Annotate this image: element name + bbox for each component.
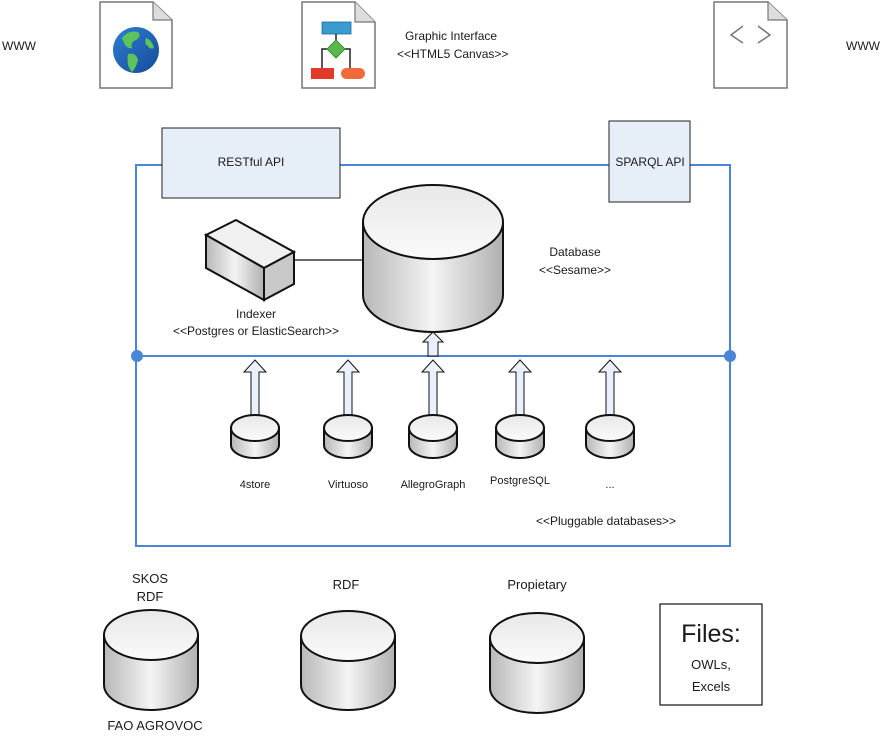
restful-api-label: RESTful API <box>218 155 285 169</box>
database-cylinder-icon <box>230 414 280 459</box>
globe-document-icon <box>99 1 173 89</box>
database-subtitle: <<Sesame>> <box>539 263 611 277</box>
proprietary-database-icon[interactable] <box>489 612 585 714</box>
graphic-interface-subtitle: <<HTML5 Canvas>> <box>397 47 508 61</box>
arrow-up-icon <box>507 359 533 416</box>
arrow-up-icon <box>420 359 446 416</box>
www-right-label: WWW <box>846 39 881 53</box>
indexer-box-icon <box>203 218 297 302</box>
pluggable-db-4store[interactable]: 4store <box>230 359 280 491</box>
arrow-up-icon <box>597 359 623 416</box>
bus-left-node <box>131 350 143 362</box>
sesame-database-icon[interactable] <box>362 184 504 333</box>
arrow-up-icon <box>242 359 268 416</box>
www-left-label: WWW <box>2 39 37 53</box>
pluggable-db-label: 4store <box>240 479 271 491</box>
pluggable-db-allegrograph[interactable]: AllegroGraph <box>401 359 466 491</box>
skos-label-line1: SKOS <box>132 571 168 586</box>
database-cylinder-icon <box>408 414 458 459</box>
pluggable-db-label: ... <box>605 479 614 491</box>
files-line1: OWLs, <box>691 657 731 672</box>
rdf-label: RDF <box>333 577 360 592</box>
indexer-subtitle: <<Postgres or ElasticSearch>> <box>173 324 339 338</box>
rdf-database-icon[interactable] <box>300 610 396 711</box>
database-cylinder-icon <box>495 414 545 459</box>
sparql-api-label: SPARQL API <box>615 155 684 169</box>
pluggable-db-more[interactable]: ... <box>585 359 635 491</box>
pluggable-db-virtuoso[interactable]: Virtuoso <box>323 359 373 491</box>
fao-agrovoc-label: FAO AGROVOC <box>107 718 202 733</box>
pluggable-db-label: PostgreSQL <box>490 475 550 487</box>
proprietary-label: Propietary <box>507 577 567 592</box>
indexer-title: Indexer <box>236 307 276 321</box>
files-line2: Excels <box>692 679 731 694</box>
restful-api-box[interactable]: RESTful API <box>161 127 341 199</box>
database-title: Database <box>549 245 601 259</box>
skos-label-line2: RDF <box>137 589 164 604</box>
pluggable-db-postgresql[interactable]: PostgreSQL <box>490 359 550 487</box>
skos-database-icon[interactable] <box>103 609 199 711</box>
database-cylinder-icon <box>585 414 635 459</box>
graphic-interface-title: Graphic Interface <box>405 29 497 43</box>
pluggable-db-label: Virtuoso <box>328 479 368 491</box>
pluggable-db-label: AllegroGraph <box>401 479 466 491</box>
files-title: Files: <box>681 620 741 648</box>
bus-right-node <box>724 350 736 362</box>
flowchart-document-icon <box>301 1 376 89</box>
code-document-icon <box>713 1 788 89</box>
sparql-api-box[interactable]: SPARQL API <box>608 120 691 203</box>
arrow-up-icon <box>335 359 361 416</box>
arrow-up-icon <box>421 331 445 357</box>
database-cylinder-icon <box>323 414 373 459</box>
files-box[interactable]: Files: OWLs, Excels <box>659 603 763 706</box>
pluggable-databases-label: <<Pluggable databases>> <box>536 514 676 528</box>
